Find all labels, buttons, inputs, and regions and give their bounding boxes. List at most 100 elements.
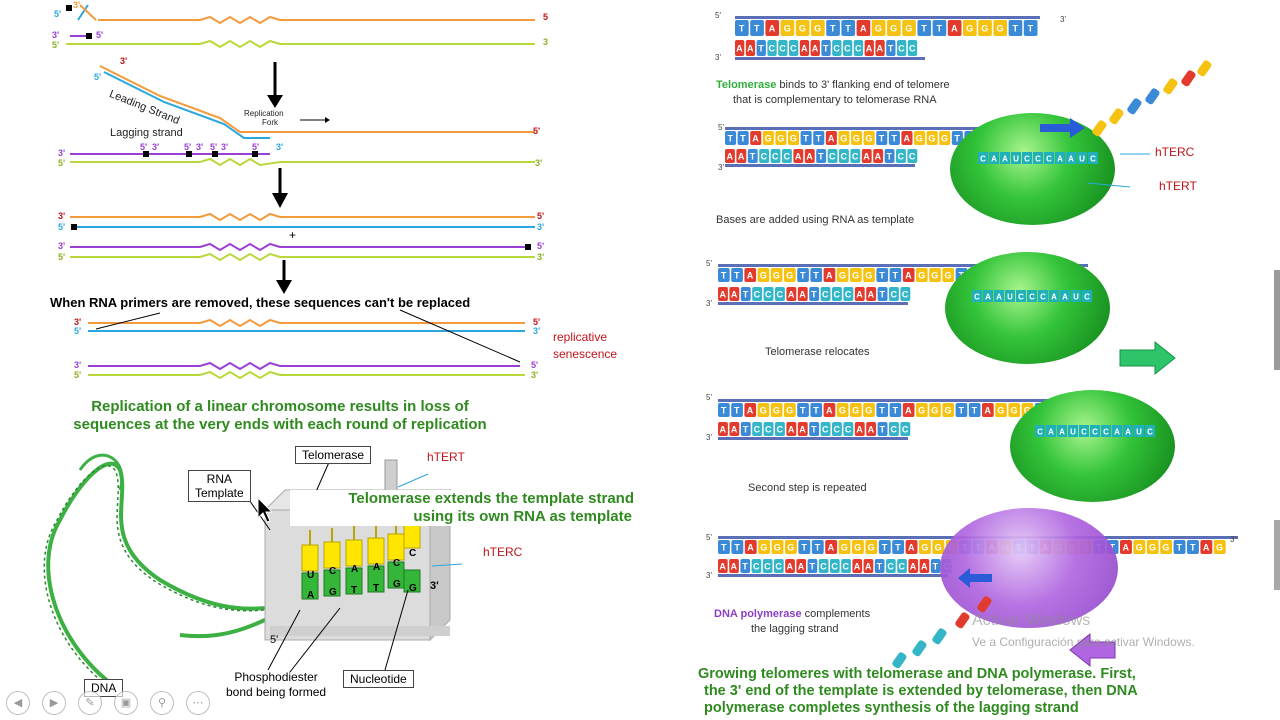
base-letter: G (918, 406, 925, 416)
base-letter: G (941, 134, 948, 144)
base-block (874, 559, 885, 573)
base-letter: A (865, 562, 872, 572)
base-block (832, 422, 842, 436)
telomerase-arrow (1040, 118, 1085, 138)
base-letter: T (811, 425, 817, 435)
base-letter: T (879, 271, 885, 281)
base-block (718, 540, 730, 554)
base-letter: C (898, 44, 905, 54)
row1-3-end: 3 (543, 37, 549, 47)
base-block (905, 540, 918, 554)
base-block (718, 268, 730, 282)
rna-base-letter: A (1059, 428, 1065, 437)
base-block (907, 40, 918, 56)
base-block (939, 131, 951, 145)
base-letter: C (754, 290, 761, 300)
next-icon[interactable]: ▶ (42, 691, 66, 715)
row2-fork (70, 65, 535, 167)
base-block (876, 268, 889, 282)
zoom-icon[interactable]: ⚲ (150, 691, 174, 715)
base-block (888, 131, 900, 145)
base-letter: A (856, 290, 863, 300)
free-nucleotide (1127, 98, 1142, 115)
rna-base-letter: A (1125, 428, 1131, 437)
base-letter: A (799, 290, 806, 300)
base-letter: C (909, 152, 916, 162)
base-block (765, 20, 780, 36)
base-block (916, 268, 928, 282)
polymerase-arrow (1069, 632, 1116, 668)
base-letter: A (795, 152, 802, 162)
row4-5prime-c: 5' (74, 370, 82, 380)
rna-base-letter: C (1046, 155, 1052, 164)
base-letter: A (863, 152, 870, 162)
extends-line1: Telomerase extends the template strand (348, 490, 634, 507)
prev-icon[interactable]: ◀ (6, 691, 30, 715)
base-letter: T (800, 406, 806, 416)
base-letter: G (814, 24, 821, 34)
base-block (818, 559, 829, 573)
base-letter: C (845, 425, 852, 435)
replication-fork-label-2: Fork (262, 118, 278, 127)
base-letter: T (891, 134, 897, 144)
base-letter: C (822, 425, 829, 435)
base-letter: A (868, 290, 875, 300)
screen-icon[interactable]: ▣ (114, 691, 138, 715)
base-letter: G (774, 543, 781, 553)
base-block (786, 422, 797, 436)
activate-windows-title: Activar Windows (972, 612, 1091, 629)
base-letter: T (879, 406, 885, 416)
base-block (788, 131, 800, 145)
base-block (784, 403, 796, 417)
activate-windows-sub[interactable]: Ve a Configuración para activar Windows. (972, 635, 1195, 649)
strand-end-label: 3' (706, 571, 712, 580)
base-letter: A (769, 24, 776, 34)
left-caption-line1: Replication of a linear chromosome resul… (91, 398, 469, 415)
base-letter: T (754, 24, 760, 34)
base-letter: A (738, 152, 745, 162)
base-block (830, 559, 840, 573)
base-letter: A (788, 290, 795, 300)
base-letter: C (833, 425, 840, 435)
base-block (886, 559, 896, 573)
rna-base-letter: C (1018, 293, 1024, 302)
base-block (800, 131, 812, 145)
base-block (789, 40, 799, 56)
base-block (832, 287, 842, 301)
rna-base-block (1049, 290, 1059, 302)
pen-icon[interactable]: ✎ (78, 691, 102, 715)
base-block (731, 540, 744, 554)
rna-template-box: RNA Template (188, 470, 251, 502)
base-letter: A (719, 425, 726, 435)
base-letter: A (731, 562, 738, 572)
base-letter: T (721, 271, 727, 281)
base-block (780, 20, 795, 36)
base-block (942, 403, 955, 417)
base-block (902, 268, 915, 282)
rna-base-2: A (351, 564, 359, 575)
backbone (718, 437, 908, 440)
row4-3prime-b: 3' (533, 326, 541, 336)
base-letter: T (734, 406, 740, 416)
dna-base-3: T (373, 583, 380, 594)
base-letter: C (790, 44, 797, 54)
base-block (908, 559, 919, 573)
base-block (775, 131, 787, 145)
rna-base-letter: A (1002, 155, 1008, 164)
base-block (865, 540, 878, 554)
base-letter: G (997, 406, 1004, 416)
base-letter: A (866, 44, 873, 54)
rna-base-block (1066, 152, 1076, 164)
rna-base-block (1071, 290, 1081, 302)
base-letter: A (910, 562, 917, 572)
base-letter: C (833, 44, 840, 54)
more-icon[interactable]: ⋯ (186, 691, 210, 715)
base-letter: C (769, 44, 776, 54)
base-block (797, 403, 809, 417)
replication-fork-label: Replication (244, 109, 284, 118)
step4-label: Second step is repeated (748, 482, 867, 494)
dna-base-5: G (409, 583, 417, 594)
strand-end-label: 3' (706, 433, 712, 442)
